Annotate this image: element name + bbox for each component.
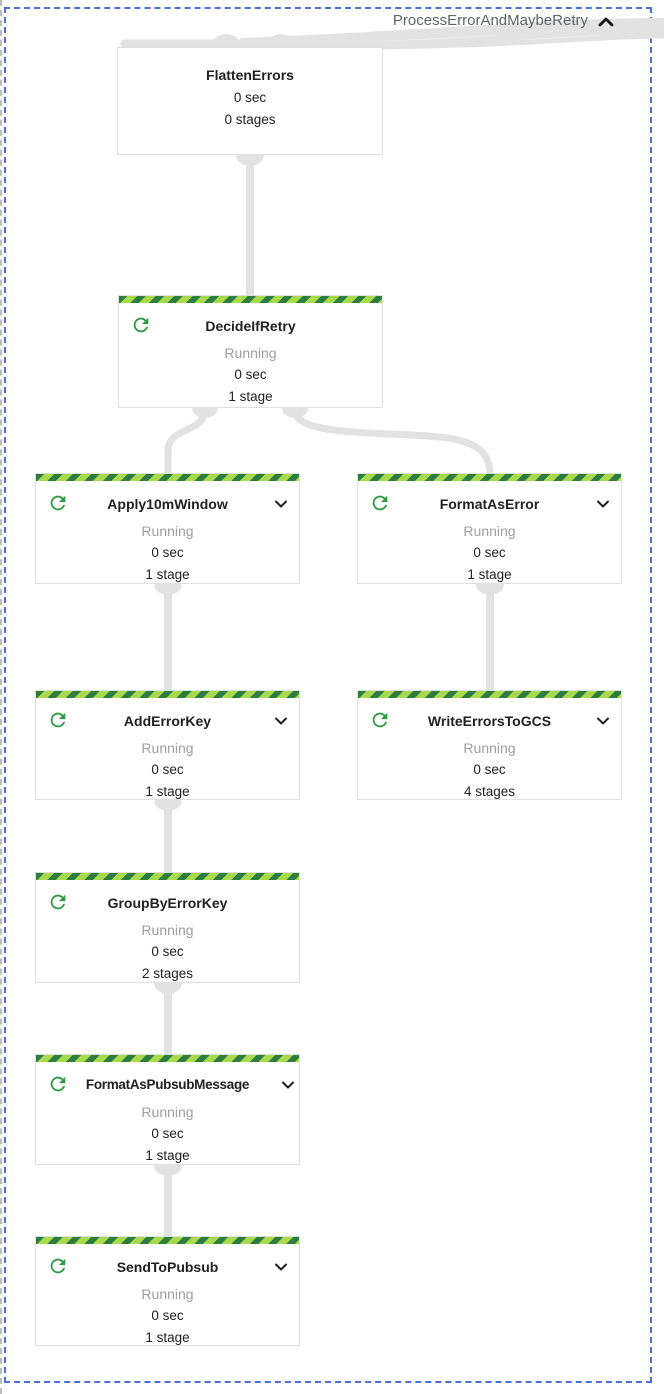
- graph-canvas-edge: [0, 0, 2, 1394]
- step-stages: 1 stage: [145, 1330, 190, 1345]
- step-duration: 0 sec: [151, 1126, 184, 1141]
- step-node-adderrorkey[interactable]: AddErrorKey Running 0 sec 1 stage: [35, 690, 300, 800]
- step-duration: 0 sec: [233, 90, 267, 105]
- step-title: AddErrorKey: [123, 713, 212, 729]
- step-title: GroupByErrorKey: [107, 895, 228, 911]
- step-title: DecideIfRetry: [205, 318, 296, 334]
- running-refresh-icon: [47, 891, 69, 913]
- step-stages: 1 stage: [228, 389, 273, 404]
- running-refresh-icon: [47, 1255, 69, 1277]
- step-node-sendtopubsub[interactable]: SendToPubsub Running 0 sec 1 stage: [35, 1236, 300, 1346]
- step-node-formataserror[interactable]: FormatAsError Running 0 sec 1 stage: [357, 473, 622, 584]
- step-duration: 0 sec: [151, 944, 184, 959]
- step-node-decideifretry[interactable]: DecideIfRetry Running 0 sec 1 stage: [118, 295, 383, 408]
- step-duration: 0 sec: [234, 367, 267, 382]
- chevron-down-icon[interactable]: [271, 1257, 291, 1277]
- step-title: SendToPubsub: [116, 1259, 219, 1275]
- step-stages: 1 stage: [145, 1148, 190, 1163]
- step-title: FlattenErrors: [206, 67, 294, 83]
- step-duration: 0 sec: [151, 762, 184, 777]
- running-stripe: [36, 873, 299, 880]
- step-title: Apply10mWindow: [107, 496, 228, 512]
- step-duration: 0 sec: [151, 545, 184, 560]
- running-refresh-icon: [369, 709, 391, 731]
- step-node-groupbyerrorkey[interactable]: GroupByErrorKey Running 0 sec 2 stages: [35, 872, 300, 983]
- step-title: FormatAsError: [439, 496, 540, 512]
- running-stripe: [36, 1237, 299, 1244]
- step-stages: 1 stage: [145, 784, 190, 799]
- step-status: Running: [141, 922, 194, 938]
- step-stages: 2 stages: [141, 966, 194, 981]
- step-stages: 1 stage: [467, 567, 512, 582]
- step-duration: 0 sec: [151, 1308, 184, 1323]
- step-stages: 1 stage: [145, 567, 190, 582]
- chevron-down-icon[interactable]: [593, 494, 613, 514]
- step-node-formataspubsubmessage[interactable]: FormatAsPubsubMessage Running 0 sec 1 st…: [35, 1054, 300, 1165]
- chevron-down-icon[interactable]: [278, 1075, 298, 1095]
- running-refresh-icon: [47, 1073, 69, 1095]
- composite-title: ProcessErrorAndMaybeRetry: [392, 12, 588, 29]
- running-refresh-icon: [130, 314, 152, 336]
- edge-external-bundle: [349, 33, 664, 50]
- edge-decideifretry-apply10mwindow: [164, 409, 209, 475]
- running-refresh-icon: [47, 709, 69, 731]
- step-status: Running: [224, 345, 277, 361]
- step-status: Running: [141, 523, 194, 539]
- step-node-apply10mwindow[interactable]: Apply10mWindow Running 0 sec 1 stage: [35, 473, 300, 584]
- chevron-down-icon[interactable]: [271, 494, 291, 514]
- step-stages: 0 stages: [224, 112, 276, 127]
- step-title: FormatAsPubsubMessage: [85, 1077, 250, 1092]
- step-status: Running: [463, 523, 516, 539]
- composite-header: ProcessErrorAndMaybeRetry: [0, 10, 640, 36]
- step-status: Running: [463, 740, 516, 756]
- running-refresh-icon: [369, 492, 391, 514]
- running-stripe: [358, 474, 621, 481]
- step-status: Running: [141, 740, 194, 756]
- step-status: Running: [141, 1286, 194, 1302]
- step-duration: 0 sec: [473, 545, 506, 560]
- running-stripe: [36, 691, 299, 698]
- edge-decideifretry-formataserror: [291, 409, 494, 476]
- running-refresh-icon: [47, 492, 69, 514]
- step-status: Running: [141, 1104, 194, 1120]
- running-stripe: [36, 474, 299, 481]
- step-node-writeerrorstogcs[interactable]: WriteErrorsToGCS Running 0 sec 4 stages: [357, 690, 622, 800]
- step-stages: 4 stages: [463, 784, 516, 799]
- running-stripe: [36, 1055, 299, 1062]
- running-stripe: [358, 691, 621, 698]
- step-title: WriteErrorsToGCS: [427, 713, 552, 729]
- edge-source-domes: [154, 34, 504, 1176]
- step-duration: 0 sec: [473, 762, 506, 777]
- chevron-down-icon[interactable]: [271, 711, 291, 731]
- chevron-up-icon[interactable]: [594, 10, 618, 34]
- chevron-down-icon[interactable]: [593, 711, 613, 731]
- running-stripe: [119, 296, 382, 303]
- step-node-flattenerrors[interactable]: FlattenErrors 0 sec 0 stages: [117, 47, 383, 155]
